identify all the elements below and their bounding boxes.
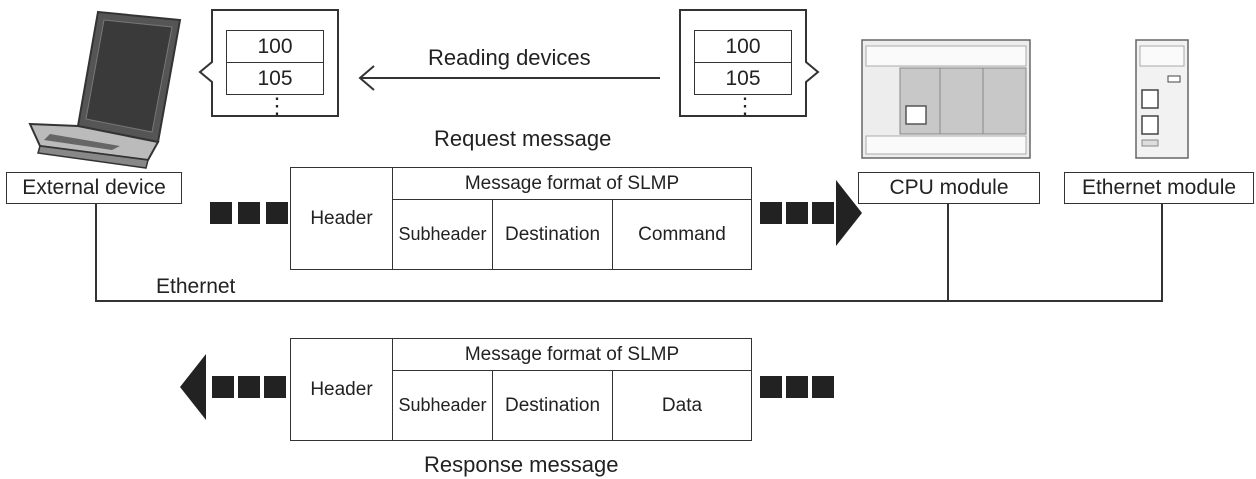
response-arrow-square-5 bbox=[786, 376, 808, 398]
request-header-cell: Header bbox=[290, 167, 393, 270]
right-memory-cell-1: 100 bbox=[694, 30, 792, 63]
request-arrow-square-1 bbox=[210, 202, 232, 224]
cpu-module-icon bbox=[861, 39, 1031, 159]
request-arrow-square-4 bbox=[760, 202, 782, 224]
reading-arrow-head bbox=[358, 65, 375, 91]
request-arrow-square-3 bbox=[266, 202, 288, 224]
ethernet-module-label: Ethernet module bbox=[1064, 172, 1254, 204]
ethernet-module-icon bbox=[1135, 39, 1189, 159]
response-arrow-square-3 bbox=[264, 376, 286, 398]
response-arrow-head bbox=[180, 354, 206, 420]
request-arrow-square-6 bbox=[812, 202, 834, 224]
request-format-title: Message format of SLMP bbox=[392, 167, 752, 200]
external-device-label: External device bbox=[6, 172, 182, 204]
left-memory-cell-2: 105 bbox=[226, 62, 324, 95]
request-arrow-square-2 bbox=[238, 202, 260, 224]
response-arrow-square-4 bbox=[760, 376, 782, 398]
left-memory-cell-1: 100 bbox=[226, 30, 324, 63]
ethernet-line bbox=[95, 203, 1163, 302]
cpu-module-label: CPU module bbox=[858, 172, 1040, 204]
response-data-cell: Data bbox=[612, 370, 752, 441]
request-message-label: Request message bbox=[434, 126, 612, 151]
response-destination-cell: Destination bbox=[492, 370, 613, 441]
left-memory-ellipsis: ⋮ bbox=[266, 93, 288, 118]
response-arrow-square-6 bbox=[812, 376, 834, 398]
ethernet-label: Ethernet bbox=[156, 275, 236, 298]
response-arrow-square-2 bbox=[238, 376, 260, 398]
response-message-label: Response message bbox=[424, 452, 619, 477]
request-arrow-head bbox=[836, 180, 862, 246]
right-memory-ellipsis: ⋮ bbox=[734, 93, 756, 118]
request-command-cell: Command bbox=[612, 199, 752, 270]
response-header-cell: Header bbox=[290, 338, 393, 441]
reading-devices-label: Reading devices bbox=[428, 45, 591, 70]
laptop-icon bbox=[28, 10, 182, 169]
response-arrow-square-1 bbox=[212, 376, 234, 398]
response-subheader-cell: Subheader bbox=[392, 370, 493, 441]
request-subheader-cell: Subheader bbox=[392, 199, 493, 270]
response-format-title: Message format of SLMP bbox=[392, 338, 752, 371]
right-memory-cell-2: 105 bbox=[694, 62, 792, 95]
request-destination-cell: Destination bbox=[492, 199, 613, 270]
request-arrow-square-5 bbox=[786, 202, 808, 224]
